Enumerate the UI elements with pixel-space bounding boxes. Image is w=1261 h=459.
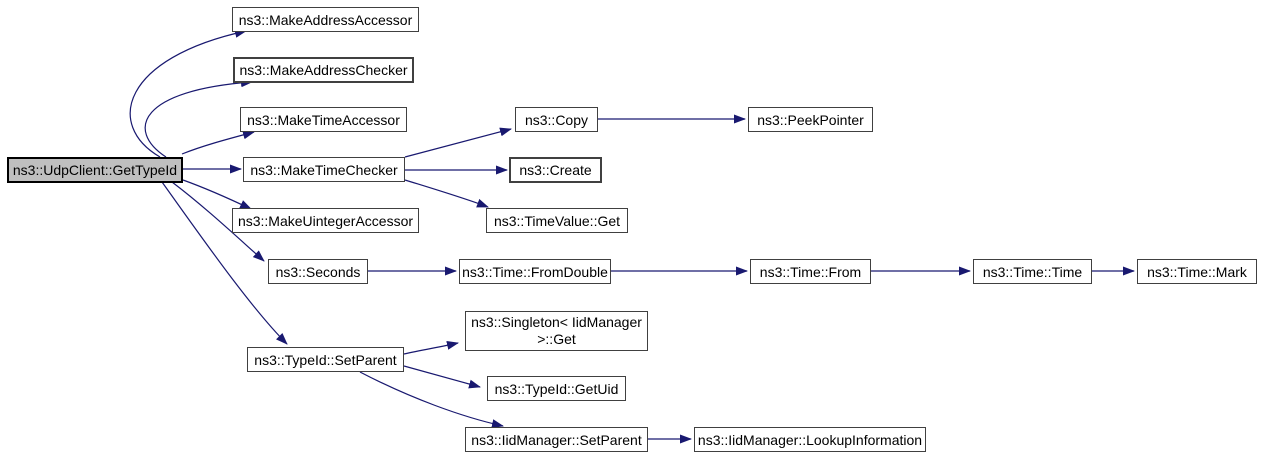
- node-label: ns3::IidManager::LookupInformation: [697, 431, 923, 448]
- edge-setparent-iidsetparent: [359, 371, 504, 429]
- node-label: ns3::MakeUintegerAccessor: [237, 212, 414, 229]
- node-typeid-getuid[interactable]: ns3::TypeId::GetUid: [487, 376, 626, 401]
- node-make-address-accessor[interactable]: ns3::MakeAddressAccessor: [232, 7, 419, 32]
- node-create[interactable]: ns3::Create: [509, 157, 602, 183]
- node-peek-pointer[interactable]: ns3::PeekPointer: [748, 107, 873, 132]
- node-label: ns3::Time::From: [759, 263, 862, 280]
- node-label: ns3::TimeValue::Get: [493, 212, 621, 229]
- edge-maketimechecker-copy: [404, 127, 512, 158]
- node-label: ns3::UdpClient::GetTypeId: [12, 162, 178, 178]
- node-timevalue-get[interactable]: ns3::TimeValue::Get: [486, 208, 628, 233]
- edge-maketimechecker-timevalueget: [404, 179, 489, 208]
- node-copy[interactable]: ns3::Copy: [515, 107, 598, 132]
- node-label: ns3::TypeId::SetParent: [254, 351, 397, 368]
- node-label: ns3::TypeId::GetUid: [494, 380, 619, 397]
- node-udpclient-gettypeid: ns3::UdpClient::GetTypeId: [7, 157, 183, 183]
- node-make-address-checker[interactable]: ns3::MakeAddressChecker: [233, 57, 414, 83]
- node-label: ns3::Copy: [524, 111, 589, 128]
- edge-gettypeid-setparent: [161, 181, 288, 345]
- edge-setparent-singletonget: [403, 340, 459, 355]
- node-time-fromdouble[interactable]: ns3::Time::FromDouble: [459, 259, 611, 284]
- node-make-time-checker[interactable]: ns3::MakeTimeChecker: [243, 157, 405, 182]
- node-label: ns3::MakeTimeAccessor: [247, 111, 400, 128]
- node-label: ns3::Time::FromDouble: [462, 263, 608, 280]
- node-label: ns3::PeekPointer: [757, 111, 864, 128]
- node-singleton-iidmanager-get[interactable]: ns3::Singleton< IidManager >::Get: [465, 311, 648, 351]
- node-label: ns3::MakeTimeChecker: [250, 161, 398, 178]
- node-label: ns3::Create: [519, 162, 592, 178]
- node-label: ns3::Time::Time: [982, 263, 1083, 280]
- edge-gettypeid-seconds: [171, 181, 265, 262]
- node-seconds[interactable]: ns3::Seconds: [268, 259, 368, 284]
- edge-gettypeid-maketimeaccessor: [181, 130, 255, 155]
- node-iidmanager-lookupinformation[interactable]: ns3::IidManager::LookupInformation: [694, 427, 926, 452]
- node-time-mark[interactable]: ns3::Time::Mark: [1137, 259, 1257, 284]
- node-label-line1: ns3::Singleton< IidManager: [471, 314, 642, 330]
- node-label: ns3::MakeAddressAccessor: [238, 11, 413, 28]
- node-time-time[interactable]: ns3::Time::Time: [973, 259, 1092, 284]
- edge-setparent-getuid: [403, 365, 481, 389]
- node-make-time-accessor[interactable]: ns3::MakeTimeAccessor: [240, 107, 407, 132]
- node-label: ns3::MakeAddressChecker: [239, 62, 408, 78]
- node-label-line2: >::Get: [537, 331, 576, 347]
- edge-gettypeid-makeaddresschecker: [144, 78, 253, 158]
- node-make-uinteger-accessor[interactable]: ns3::MakeUintegerAccessor: [232, 208, 419, 233]
- node-time-from[interactable]: ns3::Time::From: [750, 259, 871, 284]
- edge-gettypeid-makeaddressaccessor: [129, 28, 247, 158]
- node-label: ns3::IidManager::SetParent: [471, 431, 642, 448]
- node-label: ns3::Seconds: [275, 263, 361, 280]
- node-typeid-setparent[interactable]: ns3::TypeId::SetParent: [247, 347, 404, 372]
- edge-gettypeid-makeuintegeraccessor: [182, 179, 252, 210]
- node-iidmanager-setparent[interactable]: ns3::IidManager::SetParent: [465, 427, 648, 452]
- node-label: ns3::Time::Mark: [1147, 263, 1247, 280]
